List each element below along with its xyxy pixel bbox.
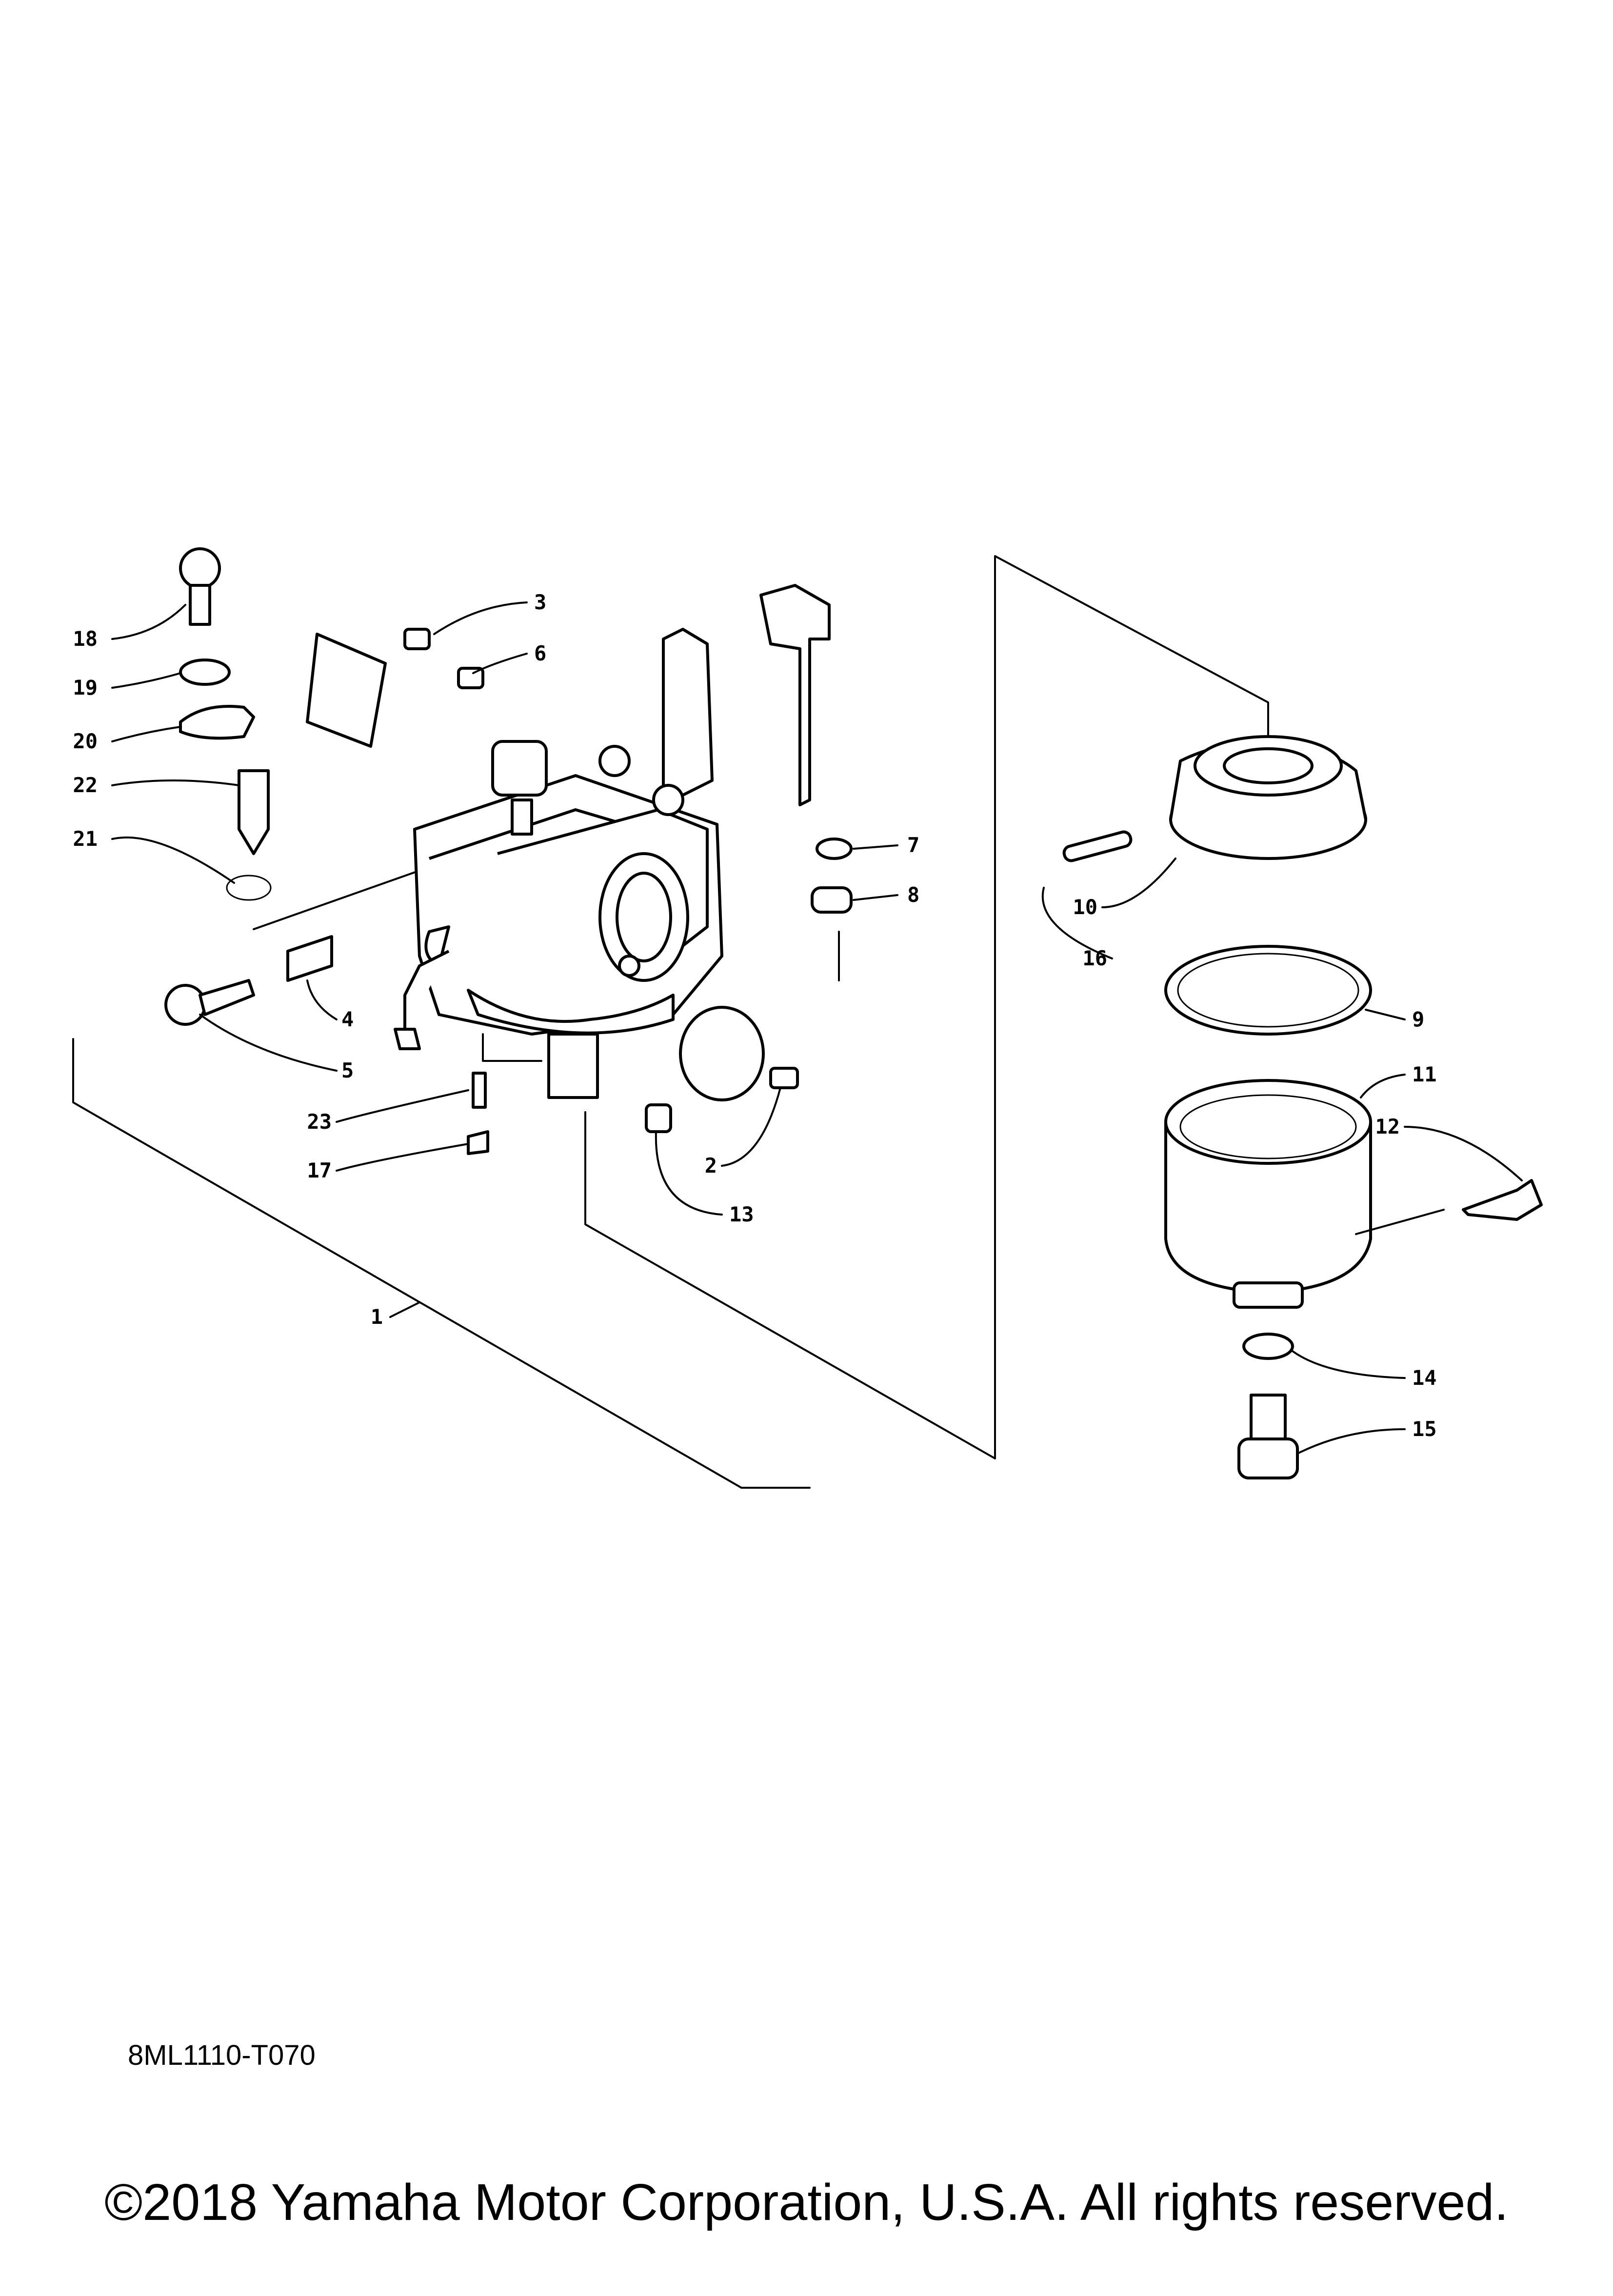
part-14-washer	[1242, 1333, 1294, 1360]
callout-14: 14	[1412, 1366, 1437, 1390]
drawing-code: 8ML1110-T070	[128, 2039, 316, 2071]
part-21-o-ring	[226, 875, 272, 901]
part-2-screw	[769, 1067, 799, 1089]
callout-4: 4	[341, 1007, 354, 1031]
callout-13: 13	[729, 1202, 754, 1226]
part-22-pilot-screw	[238, 769, 270, 855]
callout-3: 3	[534, 590, 546, 614]
part-6-screw	[457, 667, 484, 689]
callout-8: 8	[907, 883, 919, 907]
part-9-gasket-inner	[1177, 953, 1359, 1028]
part-11-float-bowl	[1164, 1079, 1372, 1309]
callout-2: 2	[705, 1154, 717, 1178]
callout-6: 6	[534, 641, 546, 665]
part-3-diaphragm-plate	[306, 633, 387, 748]
part-8-seal	[811, 886, 853, 914]
callout-21: 21	[73, 827, 98, 851]
callout-16: 16	[1082, 946, 1107, 970]
part-18-screw	[179, 547, 221, 626]
choke-lever-shaft	[759, 584, 831, 806]
part-3-screw	[403, 628, 431, 650]
part-17-clip	[467, 1130, 489, 1155]
callout-10: 10	[1073, 895, 1097, 919]
callout-1: 1	[371, 1305, 383, 1329]
callout-22: 22	[73, 773, 98, 797]
part-7-seal	[816, 838, 853, 860]
callout-9: 9	[1412, 1007, 1424, 1031]
callout-18: 18	[73, 627, 98, 651]
carburetor-body	[394, 628, 723, 1099]
copyright-notice: ©2018 Yamaha Motor Corporation, U.S.A. A…	[104, 2174, 1509, 2231]
part-9-gasket	[1164, 945, 1372, 1036]
part-16-pin	[1062, 830, 1133, 862]
part-2-throttle-plate	[679, 1006, 765, 1101]
callout-19: 19	[73, 676, 98, 699]
callout-23: 23	[307, 1110, 332, 1134]
part-19-washer	[179, 659, 231, 686]
assembly-frame-lines	[72, 555, 1269, 1489]
part-15-bolt	[1237, 1394, 1299, 1479]
callout-15: 15	[1412, 1417, 1437, 1441]
callout-5: 5	[341, 1058, 354, 1082]
callout-11: 11	[1412, 1062, 1437, 1086]
callout-labels: 18 19 20 22 21 4 5 3 6 7 8 23 17 2 13 1 …	[73, 590, 1436, 1441]
part-20-plate	[179, 705, 255, 740]
part-13-jet	[645, 1103, 672, 1133]
part-23-needle	[472, 1072, 487, 1109]
leader-lines	[111, 601, 1523, 1455]
callout-17: 17	[307, 1158, 332, 1182]
callout-7: 7	[907, 833, 919, 857]
callout-12: 12	[1375, 1115, 1400, 1138]
part-10-float	[1169, 735, 1367, 860]
callout-20: 20	[73, 729, 98, 753]
part-12-drain-screw	[1462, 1179, 1543, 1221]
part-4-spring	[286, 935, 333, 982]
part-5-throttle-stop-screw	[164, 979, 255, 1026]
